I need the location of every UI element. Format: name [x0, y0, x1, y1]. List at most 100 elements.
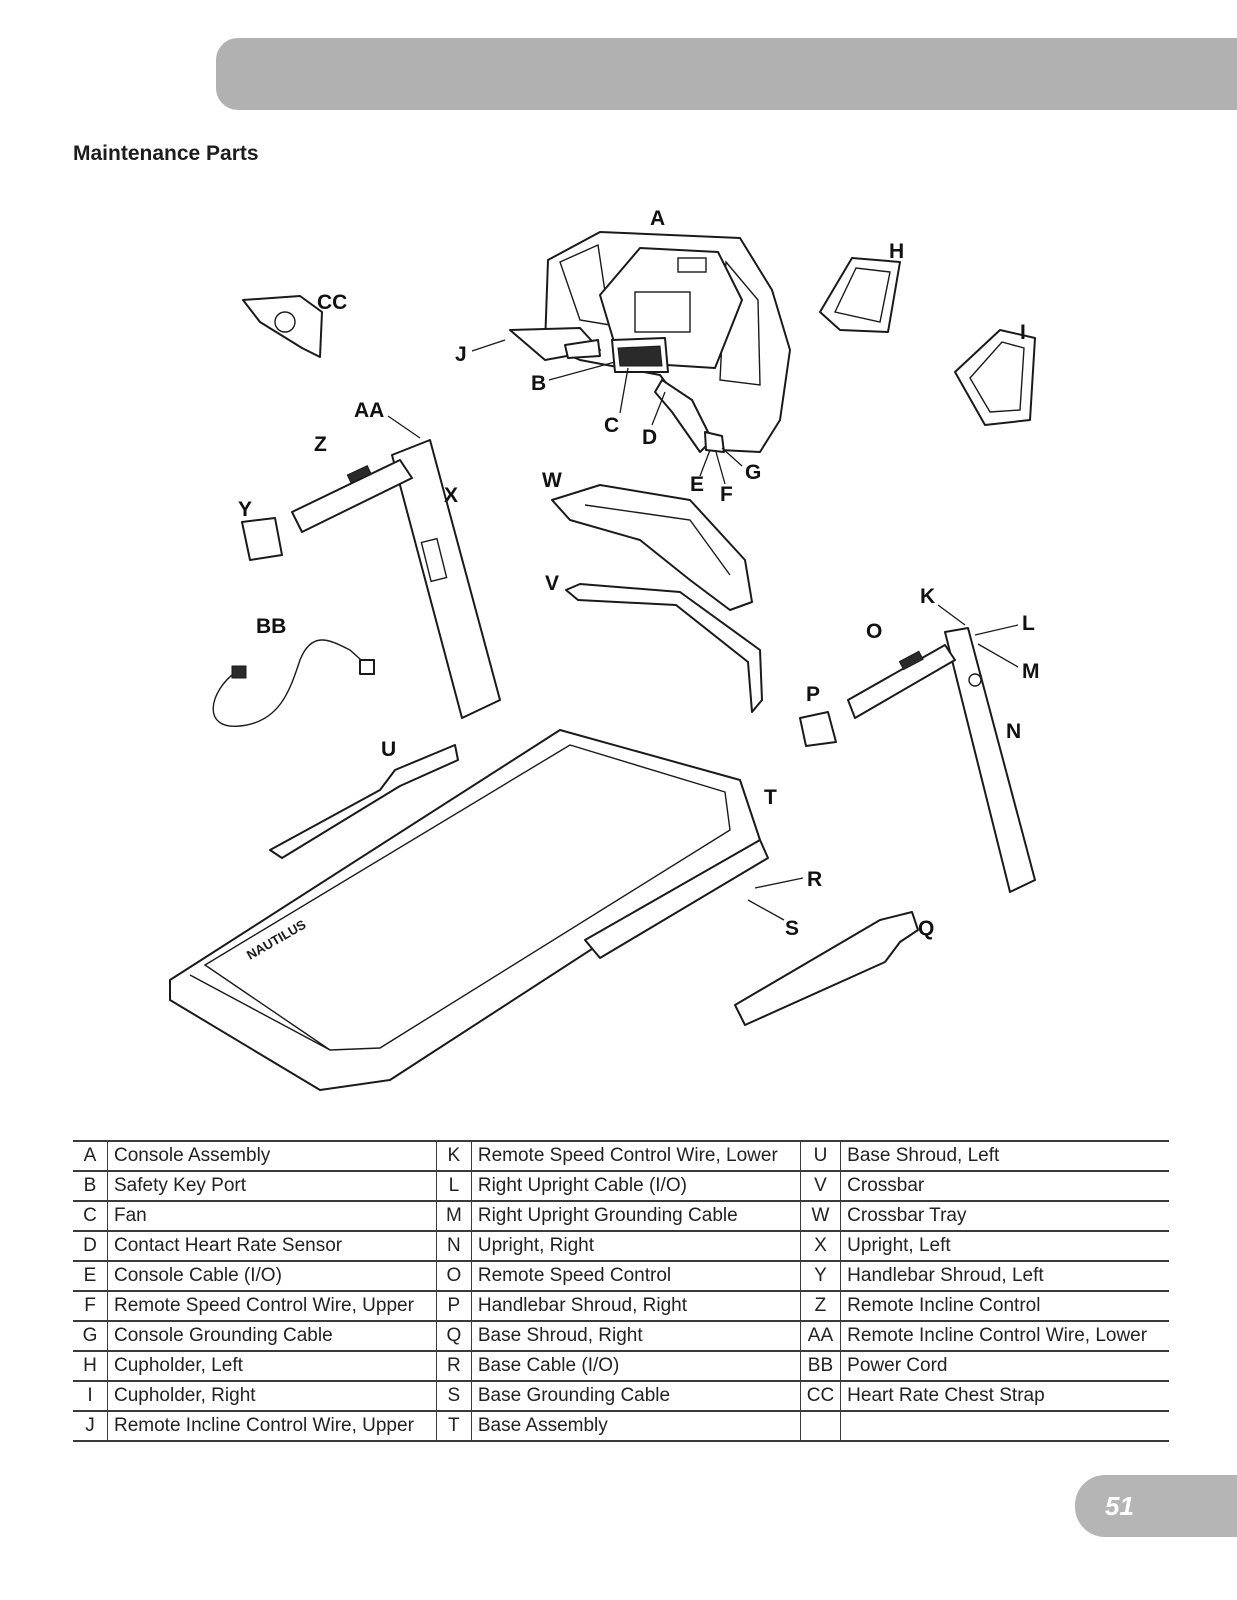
part-name: Safety Key Port — [107, 1170, 437, 1202]
part-name: Base Assembly — [471, 1410, 801, 1442]
part-name: Crossbar — [840, 1170, 1169, 1202]
callout-x: X — [444, 484, 458, 507]
crossbar-tray-drawing — [551, 484, 753, 611]
callout-i: I — [1020, 321, 1026, 344]
callout-k: K — [920, 585, 935, 608]
part-code: A — [73, 1140, 108, 1172]
part-code: G — [73, 1320, 108, 1352]
part-name: Remote Speed Control Wire, Lower — [471, 1140, 801, 1172]
page-number: 51 — [1105, 1491, 1134, 1521]
part-name: Heart Rate Chest Strap — [840, 1380, 1169, 1412]
part-code: R — [436, 1350, 472, 1382]
page-tab — [1075, 1475, 1237, 1537]
cupholder-right-drawing — [954, 329, 1036, 426]
part-name: Fan — [107, 1200, 437, 1232]
part-name: Handlebar Shroud, Right — [471, 1290, 801, 1322]
callout-f: F — [720, 483, 733, 506]
part-code: I — [73, 1380, 108, 1412]
exploded-parts-diagram: NAUTILUS A B C D E F G H I J K L M N O P… — [0, 190, 1237, 1130]
part-name: Upright, Right — [471, 1230, 801, 1262]
handlebar-shroud-right-drawing — [799, 711, 837, 747]
base-assembly-drawing: NAUTILUS — [169, 729, 769, 1091]
part-name: Console Assembly — [107, 1140, 437, 1172]
callout-h: H — [889, 240, 904, 263]
part-name: Remote Speed Control — [471, 1260, 801, 1292]
part-code: T — [436, 1410, 472, 1442]
part-name: Right Upright Grounding Cable — [471, 1200, 801, 1232]
part-code: AA — [800, 1320, 842, 1352]
part-code: C — [73, 1200, 108, 1232]
part-code: P — [436, 1290, 472, 1322]
part-name: Remote Incline Control Wire, Lower — [840, 1320, 1169, 1352]
callout-t: T — [764, 786, 777, 809]
part-name: Console Grounding Cable — [107, 1320, 437, 1352]
callout-w: W — [542, 469, 562, 492]
handlebar-shroud-left-drawing — [241, 517, 283, 561]
part-name: Base Grounding Cable — [471, 1380, 801, 1412]
section-title: Maintenance Parts — [73, 142, 259, 165]
part-name: Upright, Left — [840, 1230, 1169, 1262]
part-code: O — [436, 1260, 472, 1292]
chest-strap-drawing — [242, 295, 323, 358]
part-code: J — [73, 1410, 108, 1442]
part-name: Remote Speed Control Wire, Upper — [107, 1290, 437, 1322]
callout-p: P — [806, 683, 820, 706]
callout-n: N — [1006, 720, 1021, 743]
power-cord-drawing — [212, 639, 373, 727]
callout-y: Y — [238, 498, 252, 521]
callout-o: O — [866, 620, 882, 643]
callout-l: L — [1022, 612, 1035, 635]
part-name — [840, 1410, 1169, 1442]
part-name: Cupholder, Left — [107, 1350, 437, 1382]
upright-left-drawing — [391, 439, 501, 719]
part-code: F — [73, 1290, 108, 1322]
part-name: Crossbar Tray — [840, 1200, 1169, 1232]
leader-lines — [387, 339, 1019, 921]
callout-c: C — [604, 414, 619, 437]
part-code: U — [800, 1140, 842, 1172]
part-name: Handlebar Shroud, Left — [840, 1260, 1169, 1292]
part-code: W — [800, 1200, 842, 1232]
part-name: Remote Incline Control — [840, 1290, 1169, 1322]
part-name: Cupholder, Right — [107, 1380, 437, 1412]
callout-cc: CC — [317, 291, 347, 314]
header-band — [216, 38, 1237, 110]
callout-r: R — [807, 868, 822, 891]
callout-z: Z — [314, 433, 327, 456]
part-code: CC — [800, 1380, 842, 1412]
part-name: Base Shroud, Right — [471, 1320, 801, 1352]
part-code: E — [73, 1260, 108, 1292]
upright-right-drawing — [944, 627, 1036, 893]
part-code: M — [436, 1200, 472, 1232]
part-code: B — [73, 1170, 108, 1202]
part-code: Y — [800, 1260, 842, 1292]
callout-m: M — [1022, 660, 1040, 683]
callout-s: S — [785, 917, 799, 940]
part-code: L — [436, 1170, 472, 1202]
part-name: Base Shroud, Left — [840, 1140, 1169, 1172]
part-code: K — [436, 1140, 472, 1172]
part-code: X — [800, 1230, 842, 1262]
part-name: Base Cable (I/O) — [471, 1350, 801, 1382]
part-name: Remote Incline Control Wire, Upper — [107, 1410, 437, 1442]
part-name: Right Upright Cable (I/O) — [471, 1170, 801, 1202]
part-code: S — [436, 1380, 472, 1412]
callout-u: U — [381, 738, 396, 761]
callout-j: J — [455, 343, 467, 366]
callout-g: G — [745, 461, 761, 484]
callout-aa: AA — [354, 399, 384, 422]
remote-incline-handlebar-drawing — [291, 459, 413, 533]
callout-d: D — [642, 426, 657, 449]
callout-q: Q — [918, 917, 934, 940]
part-code: N — [436, 1230, 472, 1262]
